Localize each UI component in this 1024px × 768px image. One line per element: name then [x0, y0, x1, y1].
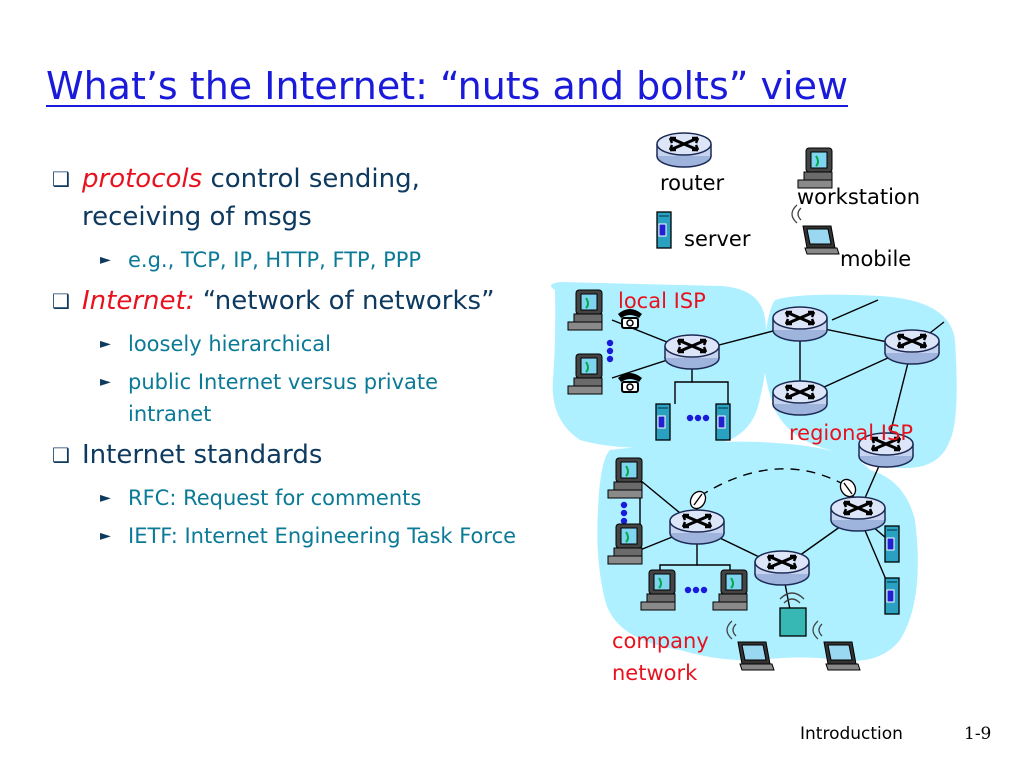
sub-bullet-text: e.g., TCP, IP, HTTP, FTP, PPP: [128, 248, 422, 272]
company-network-label-line1: company: [612, 629, 709, 653]
company-network-cloud: [597, 441, 918, 661]
workstation-icon: [797, 147, 833, 189]
company-network-label-line2: network: [612, 661, 698, 685]
legend-workstation-label: workstation: [797, 185, 920, 209]
regional-isp-label: regional ISP: [789, 421, 913, 445]
bullet-standards: ❑ Internet standards: [48, 436, 528, 474]
router-icon: [771, 305, 829, 343]
router-icon: [883, 328, 941, 366]
triangle-bullet-icon: ►: [100, 336, 111, 352]
legend-mobile-label: mobile: [840, 247, 911, 271]
telephone-icon: [617, 372, 643, 393]
sub-bullet-text: public Internet versus private intranet: [128, 370, 439, 426]
mobile-icon: [791, 204, 840, 255]
company-network-devices: [607, 457, 900, 671]
satellite-dish-icon: [689, 490, 707, 510]
bullet-list: ❑ protocols control sending, receiving o…: [48, 160, 528, 558]
sub-bullet: ► e.g., TCP, IP, HTTP, FTP, PPP: [48, 244, 528, 276]
wireless-access-point-icon: [779, 592, 807, 637]
sub-bullet-text: loosely hierarchical: [128, 332, 332, 356]
bullet-text: “network of networks”: [194, 286, 495, 316]
sub-bullet: ► RFC: Request for comments: [48, 482, 528, 514]
sub-bullet: ► IETF: Internet Engineering Task Force: [48, 520, 528, 552]
bullet-square-icon: ❑: [52, 443, 70, 467]
sub-bullet: ► loosely hierarchical: [48, 328, 528, 360]
local-isp-label: local ISP: [618, 289, 706, 313]
footer-chapter: Introduction: [800, 724, 903, 744]
sub-bullet: ► public Internet versus private intrane…: [48, 366, 528, 430]
router-icon: [663, 333, 721, 371]
server-icon: [656, 211, 672, 249]
slide-title: What’s the Internet: “nuts and bolts” vi…: [46, 64, 849, 108]
bullet-internet: ❑ Internet: “network of networks”: [48, 282, 528, 320]
server-icon: [884, 577, 900, 615]
local-isp-cloud: [551, 282, 767, 448]
bullet-emphasis: Internet:: [82, 286, 195, 316]
legend-server-label: server: [684, 227, 751, 251]
footer-page-number: 1-9: [964, 724, 992, 744]
server-icon: [884, 525, 900, 563]
server-icon: [715, 403, 731, 441]
router-icon: [771, 379, 829, 417]
router-icon: [829, 495, 887, 533]
triangle-bullet-icon: ►: [100, 490, 111, 506]
bullet-emphasis: protocols: [82, 164, 203, 194]
server-icon: [655, 403, 671, 441]
legend-router-label: router: [660, 171, 724, 195]
bullet-text: Internet standards: [82, 440, 323, 470]
router-icon: [668, 508, 726, 546]
sub-bullet-text: RFC: Request for comments: [128, 486, 422, 510]
bullet-square-icon: ❑: [52, 167, 70, 191]
legend: router workstation server mobile: [655, 131, 920, 271]
satellite-dish-icon: [839, 478, 857, 498]
bullet-protocols: ❑ protocols control sending, receiving o…: [48, 160, 528, 236]
triangle-bullet-icon: ►: [100, 252, 111, 268]
triangle-bullet-icon: ►: [100, 374, 111, 390]
router-icon: [753, 549, 811, 587]
sub-bullet-text: IETF: Internet Engineering Task Force: [128, 524, 517, 548]
local-isp-devices: [567, 289, 731, 441]
bullet-square-icon: ❑: [52, 289, 70, 313]
bullet-text: control sending, receiving of msgs: [82, 164, 420, 232]
network-diagram: router workstation server mobile: [551, 131, 957, 685]
router-icon: [655, 131, 713, 169]
triangle-bullet-icon: ►: [100, 528, 111, 544]
